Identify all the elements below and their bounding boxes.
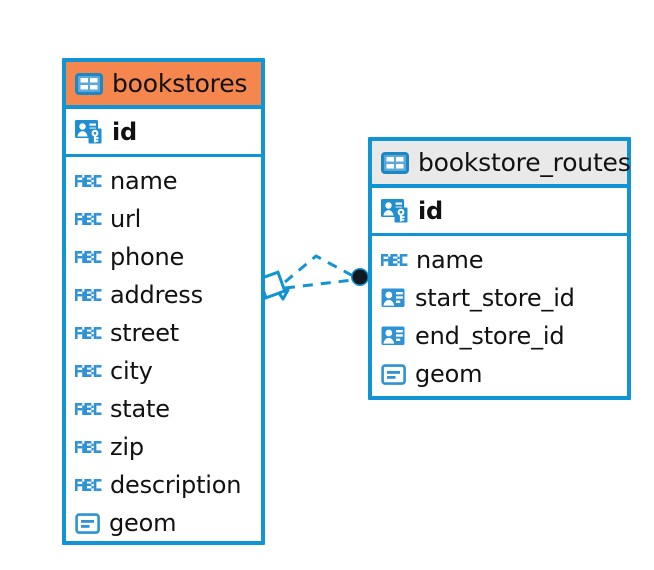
field-row-name[interactable]: name [372, 241, 627, 279]
field-row-name[interactable]: name [66, 162, 261, 200]
field-row-address[interactable]: address [66, 276, 261, 314]
field-label: start_store_id [415, 284, 575, 312]
field-label: street [110, 319, 179, 347]
field-label: city [110, 357, 153, 385]
primary-key-icon [75, 119, 104, 145]
entity-table-bookstores[interactable]: bookstores [62, 58, 265, 545]
abc-text-icon [381, 252, 408, 268]
filled-circle-marker-ring [351, 268, 369, 286]
abc-text-icon [75, 211, 102, 227]
field-row-city[interactable]: city [66, 352, 261, 390]
field-label: name [416, 246, 484, 274]
field-row-id[interactable]: id [372, 188, 627, 233]
foreign-key-icon [381, 325, 407, 347]
entity-header-bookstores[interactable]: bookstores [66, 62, 261, 109]
field-row-geom[interactable]: geom [372, 355, 627, 393]
foreign-key-icon [381, 287, 407, 309]
abc-text-icon [75, 325, 102, 341]
field-row-description[interactable]: description [66, 466, 261, 504]
abc-text-icon [75, 287, 102, 303]
field-label: state [110, 395, 170, 423]
field-label: geom [415, 360, 483, 388]
geometry-icon [75, 512, 101, 535]
field-label: description [110, 471, 242, 499]
entity-table-bookstore-routes[interactable]: bookstore_routes [368, 137, 631, 400]
table-grid-icon [381, 151, 409, 174]
primary-key-section: id [66, 109, 261, 157]
field-label: address [110, 281, 203, 309]
field-label: name [110, 167, 178, 195]
abc-text-icon [75, 439, 102, 455]
abc-text-icon [75, 249, 102, 265]
geometry-icon [381, 363, 407, 386]
table-grid-icon [75, 72, 103, 95]
field-row-street[interactable]: street [66, 314, 261, 352]
field-row-state[interactable]: state [66, 390, 261, 428]
field-row-geom[interactable]: geom [66, 504, 261, 542]
primary-key-section: id [372, 188, 627, 236]
diamond-tail [277, 288, 290, 301]
field-label: id [112, 117, 138, 146]
field-row-zip[interactable]: zip [66, 428, 261, 466]
field-row-end-store-id[interactable]: end_store_id [372, 317, 627, 355]
abc-text-icon [75, 401, 102, 417]
abc-text-icon [75, 477, 102, 493]
field-label: zip [110, 433, 144, 461]
field-list-bookstore-routes: name start_store_id [372, 236, 627, 399]
field-list-bookstores: name u [66, 157, 261, 548]
relationship-line-upper [284, 254, 356, 284]
entity-header-bookstore-routes[interactable]: bookstore_routes [372, 141, 631, 188]
field-row-phone[interactable]: phone [66, 238, 261, 276]
entity-title: bookstores [112, 69, 248, 98]
field-row-id[interactable]: id [66, 109, 261, 154]
filled-circle-marker [352, 269, 368, 285]
relationship-line-lower [284, 278, 354, 290]
field-row-url[interactable]: url [66, 200, 261, 238]
abc-text-icon [75, 363, 102, 379]
field-label: geom [109, 509, 177, 537]
primary-key-icon [381, 198, 410, 224]
field-row-start-store-id[interactable]: start_store_id [372, 279, 627, 317]
field-label: id [418, 196, 444, 225]
abc-text-icon [75, 173, 102, 189]
field-label: end_store_id [415, 322, 565, 350]
entity-title: bookstore_routes [418, 148, 631, 177]
field-label: phone [110, 243, 185, 271]
field-label: url [110, 205, 142, 233]
